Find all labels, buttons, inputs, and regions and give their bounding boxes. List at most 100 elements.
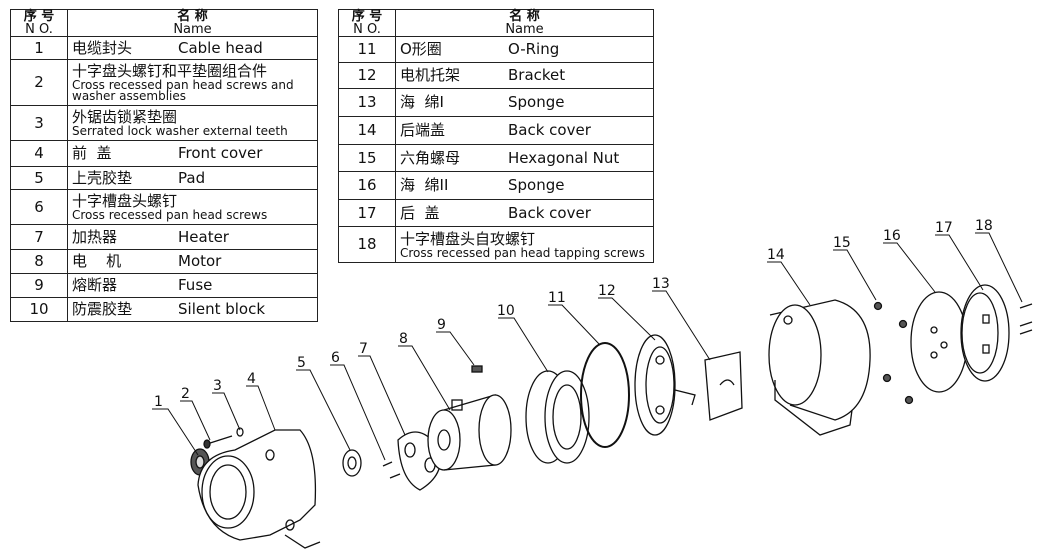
callout-14: 14 — [767, 247, 785, 263]
row-name: 海 绵II Sponge — [395, 171, 654, 200]
name-zh: 加热器 — [72, 227, 118, 246]
name-en: Front cover — [178, 144, 263, 162]
header-no-en: N O. — [353, 22, 381, 37]
name-zh: 十字槽盘头自攻螺钉 — [400, 229, 536, 248]
part-screws-2 — [203, 435, 233, 449]
row-name: 前 盖 Front cover — [67, 140, 318, 167]
row-name: 后端盖 Back cover — [395, 116, 654, 145]
name-zh: 十字盘头螺钉和平垫圈组合件 — [72, 62, 268, 80]
name-zh: 电机托架 — [400, 66, 461, 84]
row-name: 六角螺母 Hexagonal Nut — [395, 144, 654, 172]
row-no: 13 — [338, 88, 396, 117]
part-hex-nuts — [873, 301, 914, 405]
name-zh: 海 绵I — [400, 93, 444, 111]
callout-13: 13 — [652, 276, 670, 292]
callout-8: 8 — [399, 331, 408, 347]
callout-18: 18 — [975, 218, 993, 234]
part-tapping-screws — [1019, 303, 1033, 335]
row-no: 3 — [10, 105, 68, 141]
header-no-zh: 序 号 — [351, 9, 383, 24]
name-en: Cable head — [178, 38, 263, 57]
callout-11: 11 — [548, 290, 566, 306]
callout-2: 2 — [181, 386, 190, 402]
callout-9: 9 — [437, 317, 446, 333]
name-zh: 六角螺母 — [400, 148, 461, 167]
callout-4: 4 — [247, 371, 256, 387]
callout-10: 10 — [497, 303, 515, 319]
part-screws-6 — [382, 461, 401, 479]
name-en: Cross recessed pan head screws — [72, 208, 268, 222]
row-name: 海 绵I Sponge — [395, 88, 654, 117]
name-zh: O形圈 — [400, 40, 442, 58]
callout-7: 7 — [359, 341, 368, 357]
row-no: 17 — [338, 199, 396, 227]
part-sponge-1 — [704, 351, 743, 421]
callout-1: 1 — [154, 394, 163, 410]
callout-6: 6 — [331, 350, 340, 366]
name-en: O-Ring — [508, 40, 560, 58]
name-zh: 海 绵II — [400, 176, 449, 194]
part-o-ring — [580, 342, 630, 448]
name-en: Bracket — [508, 66, 566, 84]
part-rear-cover — [960, 284, 1010, 382]
name-en: Back cover — [508, 121, 591, 139]
header-no-zh: 序 号 — [23, 9, 55, 24]
leader-lines — [152, 232, 1023, 461]
callout-16: 16 — [883, 228, 901, 244]
header-name-zh: 名 称 — [177, 9, 208, 24]
row-no: 2 — [10, 59, 68, 106]
part-fuse — [471, 365, 483, 373]
name-en: Pad — [178, 168, 206, 187]
name-zh: 前 盖 — [72, 144, 112, 162]
name-zh: 上壳胶垫 — [72, 168, 133, 187]
part-sponge-2 — [910, 291, 968, 393]
name-zh: 外锯齿锁紧垫圈 — [72, 108, 178, 126]
row-name: 加热器 Heater — [67, 224, 318, 250]
name-zh: 电 机 — [72, 252, 122, 270]
name-en: Silent block — [178, 300, 266, 318]
name-en: Serrated lock washer external teeth — [72, 124, 288, 138]
callout-labels: 1 2 3 4 5 6 7 8 9 10 11 12 13 14 15 16 1… — [154, 218, 993, 410]
callout-17: 17 — [935, 220, 953, 236]
callout-12: 12 — [598, 283, 616, 299]
header-name-en: Name — [173, 22, 212, 37]
name-zh: 十字槽盘头螺钉 — [72, 192, 178, 210]
name-zh: 电缆封头 — [72, 38, 133, 57]
part-washer — [236, 427, 244, 437]
row-no: 5 — [10, 166, 68, 190]
header-no-en: N O. — [25, 22, 53, 37]
name-en: Sponge — [508, 176, 565, 194]
name-en: Cross recessed pan head screws and washe… — [72, 78, 294, 103]
name-en: Hexagonal Nut — [508, 148, 620, 167]
row-no: 10 — [10, 297, 68, 322]
name-en: Sponge — [508, 93, 565, 111]
row-no: 16 — [338, 171, 396, 200]
name-en: Motor — [178, 252, 222, 270]
name-zh: 后端盖 — [400, 121, 446, 139]
header-name-en: Name — [505, 22, 544, 37]
part-back-cover — [768, 299, 871, 436]
name-en: Heater — [178, 227, 229, 246]
name-en: Fuse — [178, 276, 213, 294]
